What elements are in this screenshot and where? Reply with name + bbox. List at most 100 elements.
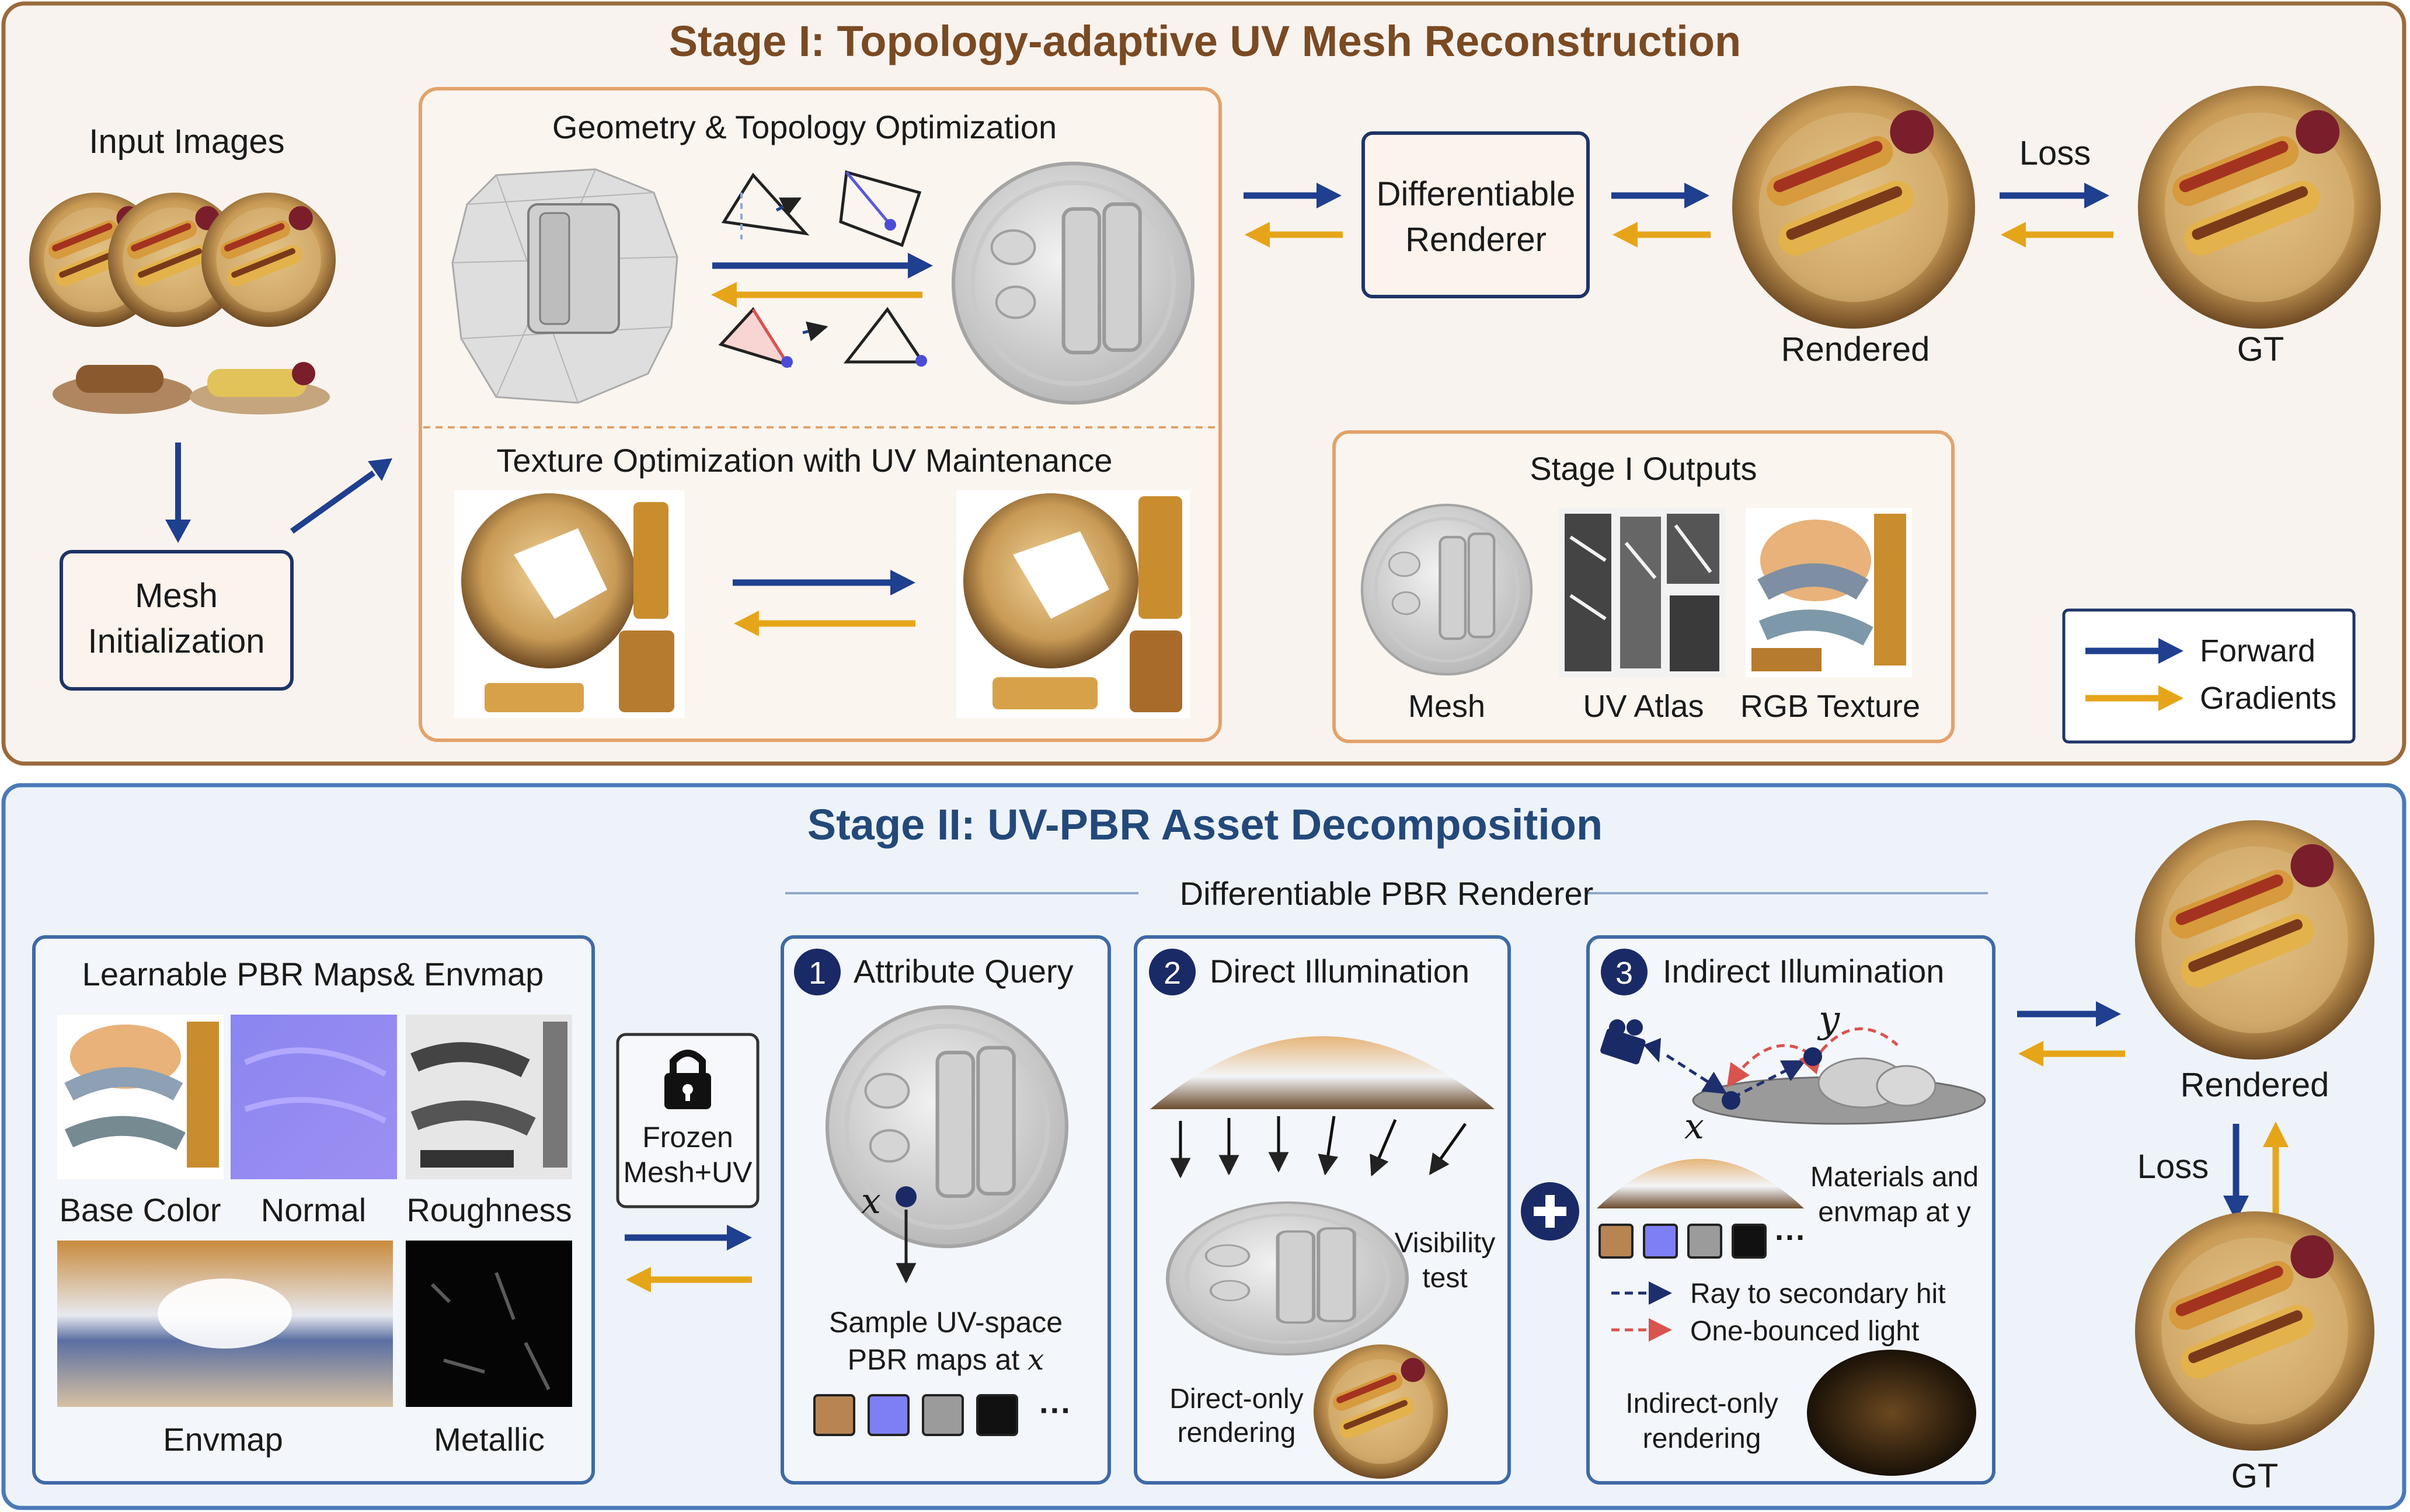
topology-edge-collapse-diagram	[718, 306, 927, 368]
step2-light-arrows	[1170, 1116, 1467, 1179]
metallic-map	[406, 1241, 572, 1407]
lock-icon	[664, 1050, 711, 1109]
legend-gradient-head	[2158, 685, 2183, 711]
stage2-loss-up-head	[2263, 1121, 2289, 1147]
geo-topo-title: Geometry & Topology Optimization	[552, 109, 1057, 145]
base-color-label: Base Color	[59, 1192, 221, 1228]
swatch-gray	[922, 1394, 964, 1436]
geo-gradient-head	[711, 282, 737, 308]
stage2-rendered-label: Rendered	[2181, 1066, 2329, 1104]
visibility-label-1: Visibility	[1395, 1228, 1496, 1259]
indirect-only-label-2: rendering	[1643, 1423, 1761, 1454]
renderer-box	[1361, 131, 1590, 298]
swatch-violet	[868, 1394, 910, 1436]
output-uv-atlas-image	[1559, 508, 1725, 677]
stage2-gradient-head	[2018, 1041, 2043, 1067]
input-images-label: Input Images	[89, 123, 284, 161]
step2-env-dome	[1150, 1036, 1495, 1109]
frozen-mesh-box	[616, 1033, 760, 1208]
output-uv-atlas-label: UV Atlas	[1583, 689, 1704, 724]
stage1-title: Stage I: Topology-adaptive UV Mesh Recon…	[669, 17, 1742, 65]
envmap-label: Envmap	[163, 1421, 283, 1458]
stage1-loss-label: Loss	[2019, 134, 2091, 172]
maps-gradient-head	[626, 1267, 651, 1292]
frozen-label-1: Frozen	[642, 1121, 733, 1154]
input-image-plate-3	[201, 193, 336, 327]
step3-swatch-violet	[1643, 1224, 1678, 1259]
step1-ellipsis: ···	[1039, 1392, 1072, 1429]
maps-forward-head	[727, 1225, 752, 1250]
maps-title: Learnable PBR Maps& Envmap	[82, 956, 544, 992]
step3-number: 3	[1615, 956, 1633, 991]
step1-caption-1: Sample UV-space	[829, 1306, 1063, 1339]
stage1-rendered-image	[1732, 86, 1975, 329]
stage1-gt-image	[2138, 86, 2381, 329]
loss-gradient-head	[2001, 222, 2026, 248]
step3-swatch-brown	[1598, 1224, 1634, 1259]
arrow-init-to-opt	[290, 470, 375, 534]
ray-to-secondary	[1666, 1054, 1728, 1095]
to-renderer-forward-head	[1317, 183, 1342, 208]
stage2-loss-down-head	[2223, 1196, 2249, 1221]
output-rgb-texture-image	[1746, 508, 1912, 677]
step1-caption-2-text: PBR maps at	[848, 1343, 1020, 1376]
stage1-rendered-label: Rendered	[1781, 330, 1930, 368]
output-mesh-image	[1362, 505, 1531, 674]
stage2-rendered-image	[2135, 820, 2374, 1060]
geo-forward-head	[908, 253, 933, 278]
step2-title: Direct Illumination	[1210, 953, 1469, 990]
step1-caption-2-var: x	[1028, 1343, 1044, 1377]
renderer-label-2: Renderer	[1405, 221, 1547, 259]
ray-label: Ray to secondary hit	[1690, 1278, 1946, 1309]
step3-env-dome	[1597, 1159, 1804, 1208]
outputs-title: Stage I Outputs	[1530, 450, 1757, 487]
step1-caption-2: PBR maps at x	[848, 1343, 1044, 1377]
envmap-map	[57, 1241, 393, 1407]
direct-only-label-1: Direct-only	[1169, 1384, 1303, 1415]
step3-food-mesh	[1817, 1057, 1937, 1109]
step3-title: Indirect Illumination	[1663, 953, 1944, 990]
stage2-title: Stage II: UV-PBR Asset Decomposition	[807, 800, 1603, 849]
renderer-gradient-head	[1613, 222, 1638, 248]
materials-label-2: envmap at y	[1818, 1197, 1970, 1228]
direct-only-render	[1314, 1344, 1448, 1479]
input-image-side-view	[53, 362, 330, 414]
bounce-label: One-bounced light	[1690, 1316, 1919, 1347]
output-mesh-label: Mesh	[1408, 689, 1485, 724]
loss-forward-head	[2084, 183, 2109, 208]
step1-title: Attribute Query	[854, 953, 1074, 990]
mesh-init-label-1: Mesh	[135, 577, 218, 615]
roughness-map	[406, 1015, 572, 1179]
query-point	[896, 1186, 917, 1207]
stage2-forward-head	[2096, 1001, 2121, 1027]
arrow-head-diag	[368, 458, 392, 481]
texture-gradient-head	[734, 611, 759, 636]
camera-icon	[1600, 1019, 1661, 1065]
swatch-black	[976, 1394, 1018, 1436]
frozen-label-2: Mesh+UV	[624, 1156, 753, 1189]
bounce-ray-in	[1726, 1044, 1811, 1088]
indirect-only-render	[1807, 1350, 1976, 1476]
pbr-renderer-label: Differentiable PBR Renderer	[1180, 875, 1594, 912]
step3-ellipsis: ···	[1775, 1220, 1806, 1255]
normal-label: Normal	[261, 1192, 366, 1228]
metallic-label: Metallic	[434, 1421, 545, 1458]
point-y	[1803, 1047, 1822, 1066]
step3-swatch-gray	[1687, 1224, 1722, 1259]
bounce-ray-out	[1799, 1027, 1899, 1075]
renderer-label-1: Differentiable	[1377, 175, 1576, 213]
stage1-gt-label: GT	[2237, 330, 2284, 368]
output-rgb-texture-label: RGB Texture	[1740, 689, 1920, 724]
texture-before	[454, 490, 685, 718]
stage2-gt-label: GT	[2231, 1457, 2279, 1495]
step2-gray-mesh	[1168, 1203, 1407, 1354]
step1-number: 1	[809, 956, 826, 991]
plus-icon	[1534, 1195, 1566, 1228]
step1-number-circle	[794, 949, 841, 995]
step2-number: 2	[1164, 956, 1181, 991]
indirect-only-label-1: Indirect-only	[1625, 1388, 1778, 1419]
arrow-head-down	[165, 520, 191, 543]
mesh-init-label-2: Initialization	[88, 622, 264, 660]
step3-swatch-black	[1732, 1224, 1767, 1259]
